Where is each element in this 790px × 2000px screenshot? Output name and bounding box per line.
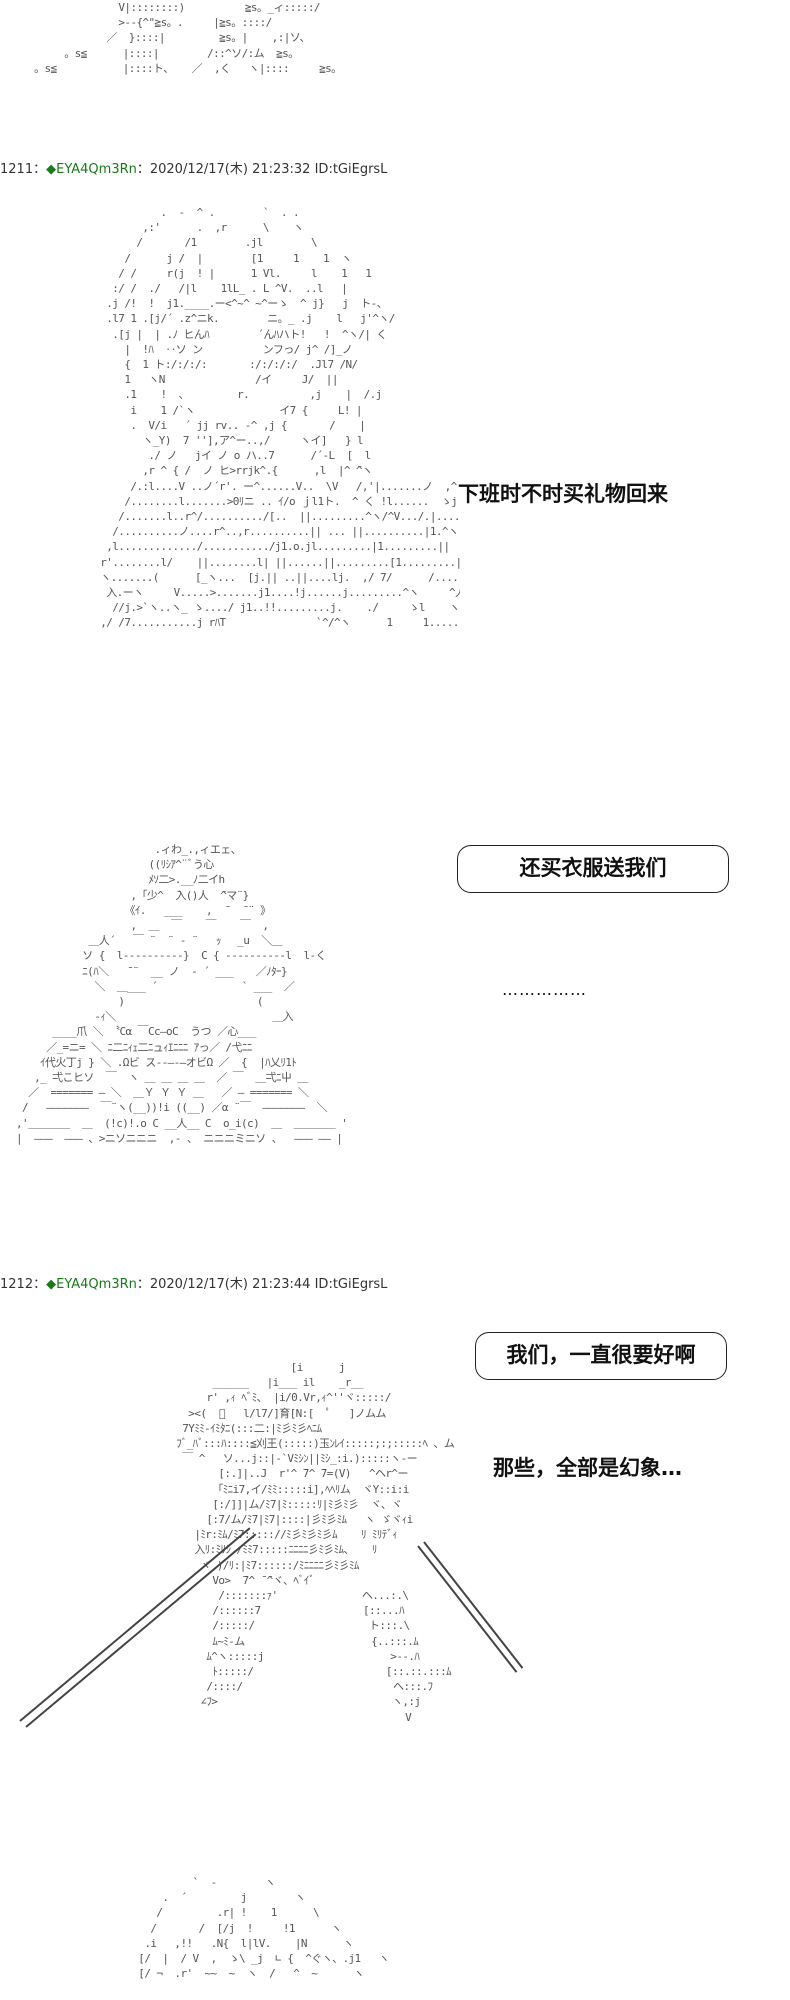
post-number[interactable]: 1212: [0, 1277, 34, 1292]
post-id[interactable]: ID:tGiEgrsL: [314, 162, 388, 177]
post-separator: ：: [33, 1277, 47, 1292]
caption-line2: 那些，全部是幻象…: [493, 1456, 682, 1480]
ascii-art-top-fragment: V|::::::::) ≧s。_ィ:::::/ >--{^"≧s。. |≧s。:…: [34, 1, 342, 75]
speech-bubble-1: 还买衣服送我们: [457, 845, 729, 893]
post-number[interactable]: 1211: [0, 162, 34, 177]
caption-line1: 下班时不时买礼物回来: [458, 482, 668, 506]
post-datetime: ：2020/12/17(木) 21:23:32: [136, 162, 311, 177]
post-trip: EYA4Qm3Rn: [56, 162, 137, 177]
ascii-art-mecha: [i j ______ |i___ il _r__ r' ,ｨ ﾍﾞﾐ、 |i/…: [176, 1361, 455, 1724]
post-header: 1212：◆EYA4Qm3Rn：2020/12/17(木) 21:23:44 I…: [0, 1273, 387, 1292]
post-trip: EYA4Qm3Rn: [56, 1277, 137, 1292]
post-header: 1211：◆EYA4Qm3Rn：2020/12/17(木) 21:23:32 I…: [0, 158, 387, 177]
ascii-art-girl: . - ^ . ` . . ,:' . ,r \ ヽ / /1 .jl \ / …: [100, 206, 460, 630]
ascii-art-robot: .ィわ_.,ィエェ、 ((ﾘｼｱ^¨ﾞう心 ﾒｿ二>.__ﾉ二イh ,「少^ ̄…: [16, 843, 348, 1145]
ascii-art-bottom-fragment: ` - ヽ . ´ j ヽ / .r| ! 1 \ / / [/j ! !1 ヽ…: [138, 1876, 390, 1981]
ellipsis-text: ……………: [502, 980, 587, 999]
post-datetime: ：2020/12/17(木) 21:23:44: [136, 1277, 311, 1292]
speech-bubble-2: 我们，一直很要好啊: [475, 1332, 727, 1380]
post-separator: ：: [33, 162, 47, 177]
post-id[interactable]: ID:tGiEgrsL: [314, 1277, 388, 1292]
trip-diamond-icon: ◆: [46, 162, 57, 177]
trip-diamond-icon: ◆: [46, 1277, 57, 1292]
